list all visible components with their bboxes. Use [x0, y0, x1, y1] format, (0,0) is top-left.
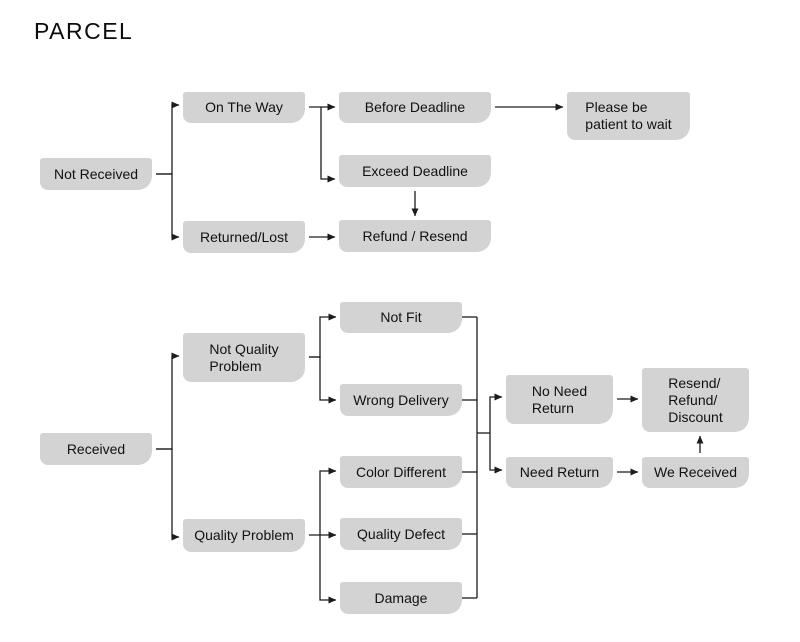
edges-group: [156, 101, 704, 604]
edge-received-to-not-quality-problem: [156, 352, 180, 450]
edge-on-the-way-to-exceed-deadline: [320, 107, 336, 183]
edge-return-junction-to-no-need-return: [489, 393, 503, 433]
edge-not-received-to-on-the-way: [156, 101, 180, 175]
edge-not-quality-problem-to-not-fit: [309, 313, 337, 358]
edge-quality-problem-to-damage: [319, 535, 337, 604]
page-title: PARCEL: [34, 18, 134, 44]
edge-quality-problem-to-color-different: [319, 467, 337, 535]
edge-return-junction-to-need-return: [489, 433, 503, 474]
edge-not-quality-problem-to-wrong-delivery: [309, 356, 337, 404]
edge-received-to-quality-problem: [156, 448, 180, 541]
edge-not-received-to-returned-lost: [156, 173, 180, 241]
